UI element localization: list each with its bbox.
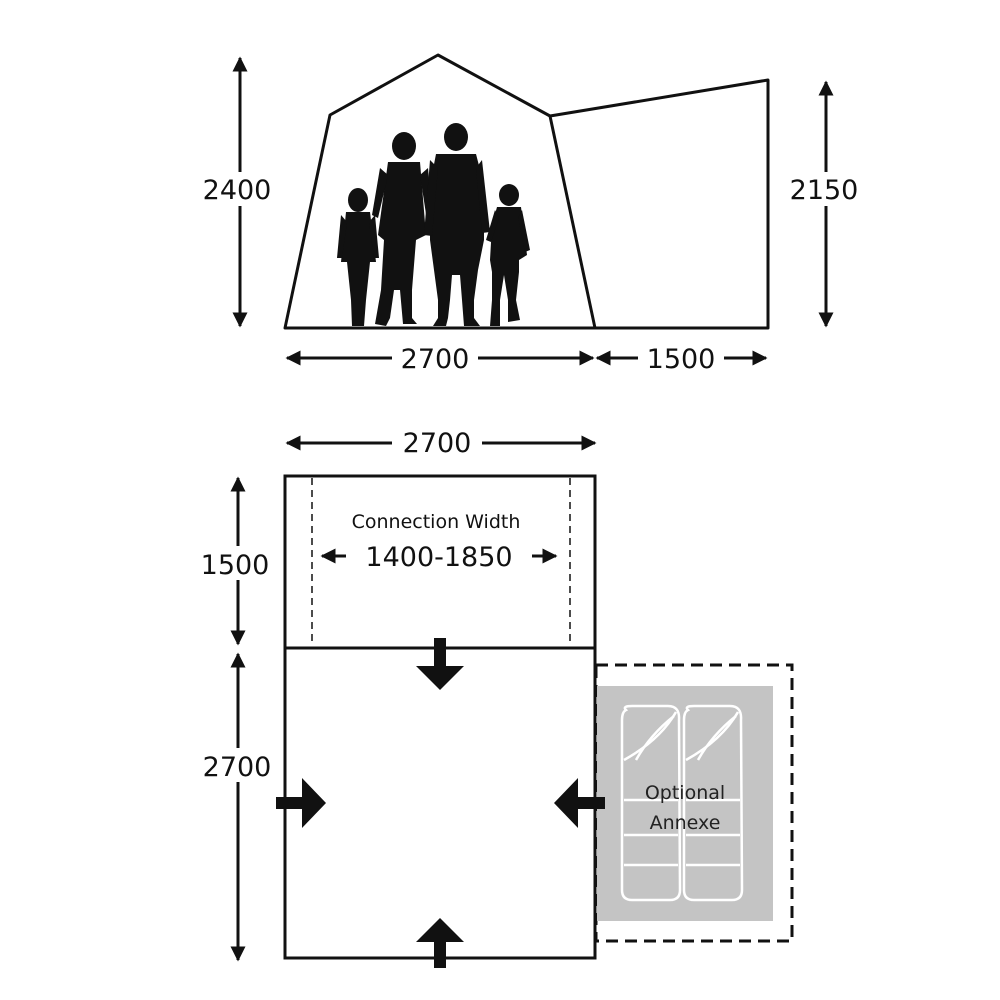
sleeping-bag-right xyxy=(682,704,744,902)
door-arrows xyxy=(276,638,605,968)
canopy-depth-label: 1500 xyxy=(201,550,270,581)
person-child-left xyxy=(337,188,379,326)
connection-width-label: Connection Width xyxy=(352,511,521,533)
floor-width-label: 2700 xyxy=(403,428,472,459)
width-main-label: 2700 xyxy=(401,344,470,375)
floor-width-dimension: 2700 xyxy=(285,425,597,459)
main-depth-dimension: 2700 xyxy=(196,652,282,962)
sleeping-bag-left xyxy=(620,704,682,902)
door-arrow-right xyxy=(554,778,605,828)
optional-annexe: Optional Annexe xyxy=(594,663,794,943)
door-arrow-bottom xyxy=(416,918,464,968)
family-silhouette xyxy=(337,123,530,326)
annexe-label-line1: Optional xyxy=(645,782,725,804)
annexe-label-line2: Annexe xyxy=(650,812,721,834)
door-arrow-left xyxy=(276,778,326,828)
canopy-depth-dimension: 1500 xyxy=(196,476,276,646)
main-floor-outline xyxy=(283,646,597,960)
height-main-dimension: 2400 xyxy=(196,56,276,328)
person-man xyxy=(424,123,490,326)
person-woman xyxy=(372,132,432,326)
height-main-label: 2400 xyxy=(203,175,272,206)
width-annex-label: 1500 xyxy=(647,344,716,375)
connection-range-label: 1400-1850 xyxy=(365,542,512,573)
person-child-right xyxy=(486,184,530,326)
height-annex-label: 2150 xyxy=(790,175,859,206)
height-annex-dimension: 2150 xyxy=(784,80,866,328)
canopy-area: Connection Width 1400-1850 xyxy=(283,474,597,650)
main-depth-label: 2700 xyxy=(203,752,272,783)
door-arrow-top xyxy=(416,638,464,690)
width-main-dimension: 2700 xyxy=(285,340,595,375)
width-annex-dimension: 1500 xyxy=(595,340,768,375)
